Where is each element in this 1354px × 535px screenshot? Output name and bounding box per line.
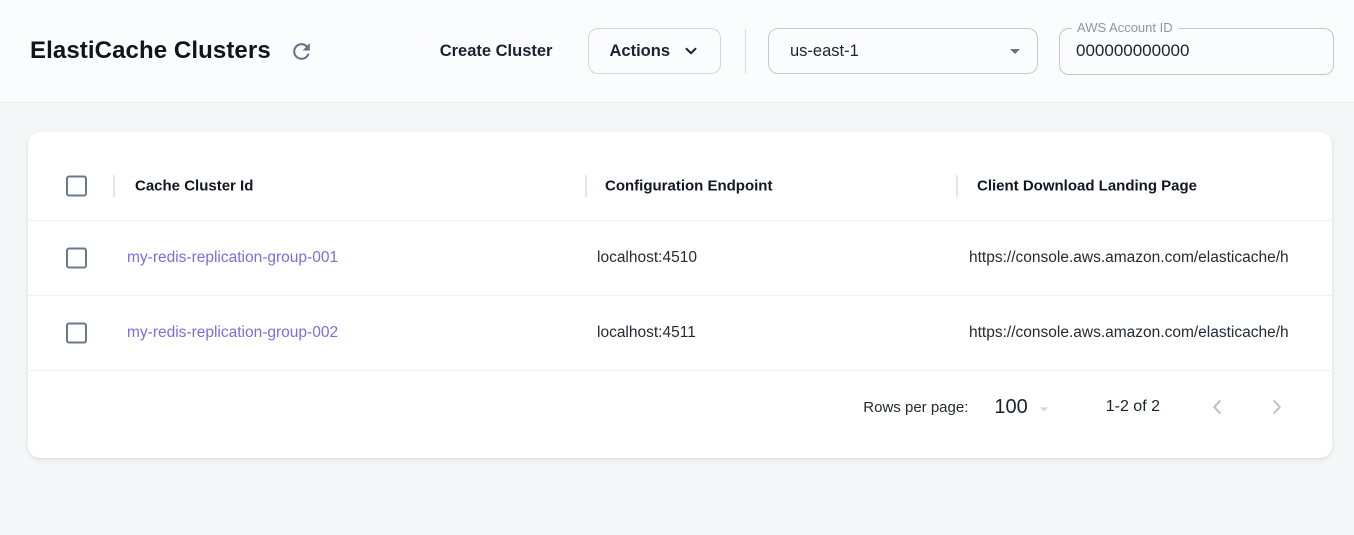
actions-button[interactable]: Actions: [588, 28, 721, 74]
client-download-landing-page-cell: https://console.aws.amazon.com/elasticac…: [969, 324, 1289, 341]
create-cluster-button[interactable]: Create Cluster: [434, 32, 559, 71]
cache-cluster-id-cell: my-redis-replication-group-002: [127, 324, 338, 342]
caret-down-icon: [1039, 407, 1048, 412]
column-header-cache-cluster-id: Cache Cluster Id: [135, 177, 254, 195]
clusters-table-card: Cache Cluster Id Configuration Endpoint …: [28, 132, 1332, 458]
refresh-button[interactable]: [285, 34, 319, 68]
account-id-input[interactable]: [1076, 41, 1317, 61]
chevron-down-icon: [685, 47, 697, 55]
account-id-field: AWS Account ID: [1059, 19, 1334, 75]
rows-per-page-select[interactable]: 100: [994, 395, 1053, 419]
table-header-row: Cache Cluster Id Configuration Endpoint …: [28, 152, 1332, 221]
column-header-configuration-endpoint: Configuration Endpoint: [605, 177, 773, 195]
cluster-link[interactable]: my-redis-replication-group-001: [127, 249, 339, 266]
next-page-button[interactable]: [1262, 392, 1292, 422]
select-all-checkbox[interactable]: [66, 175, 87, 197]
column-header-client-download-landing-page: Client Download Landing Page: [977, 177, 1198, 195]
rows-per-page-label: Rows per page:: [863, 398, 969, 416]
column-separator: [585, 175, 587, 197]
refresh-icon: [293, 42, 311, 60]
rows-per-page-value: 100: [994, 395, 1028, 418]
column-separator: [956, 175, 958, 197]
caret-down-icon: [1010, 49, 1020, 54]
row-checkbox[interactable]: [66, 247, 87, 269]
cluster-link[interactable]: my-redis-replication-group-002: [127, 324, 339, 341]
actions-button-label: Actions: [609, 41, 670, 60]
page-header: ElastiCache Clusters Create Cluster Acti…: [0, 0, 1354, 103]
row-checkbox-cell: [66, 247, 87, 269]
client-download-landing-page-cell: https://console.aws.amazon.com/elasticac…: [969, 249, 1289, 266]
table-pagination: Rows per page: 100 1-2 of 2: [28, 371, 1332, 443]
pagination-range-label: 1-2 of 2: [1105, 398, 1160, 415]
table-row: my-redis-replication-group-001 localhost…: [28, 221, 1332, 296]
row-checkbox[interactable]: [66, 322, 87, 344]
row-checkbox-cell: [66, 322, 87, 344]
account-id-label: AWS Account ID: [1072, 19, 1178, 35]
column-separator: [113, 175, 115, 197]
page-title: ElastiCache Clusters: [30, 37, 271, 64]
toolbar-divider: [745, 28, 746, 74]
configuration-endpoint-cell: localhost:4511: [597, 324, 696, 341]
configuration-endpoint-cell: localhost:4510: [597, 249, 697, 266]
region-select[interactable]: us-east-1: [768, 28, 1038, 74]
chevron-right-icon: [1273, 399, 1281, 415]
table-row: my-redis-replication-group-002 localhost…: [28, 296, 1332, 371]
cache-cluster-id-cell: my-redis-replication-group-001: [127, 249, 338, 267]
select-all-cell: [66, 175, 87, 197]
region-select-value: us-east-1: [790, 41, 859, 60]
previous-page-button[interactable]: [1202, 392, 1232, 422]
chevron-left-icon: [1213, 399, 1221, 415]
